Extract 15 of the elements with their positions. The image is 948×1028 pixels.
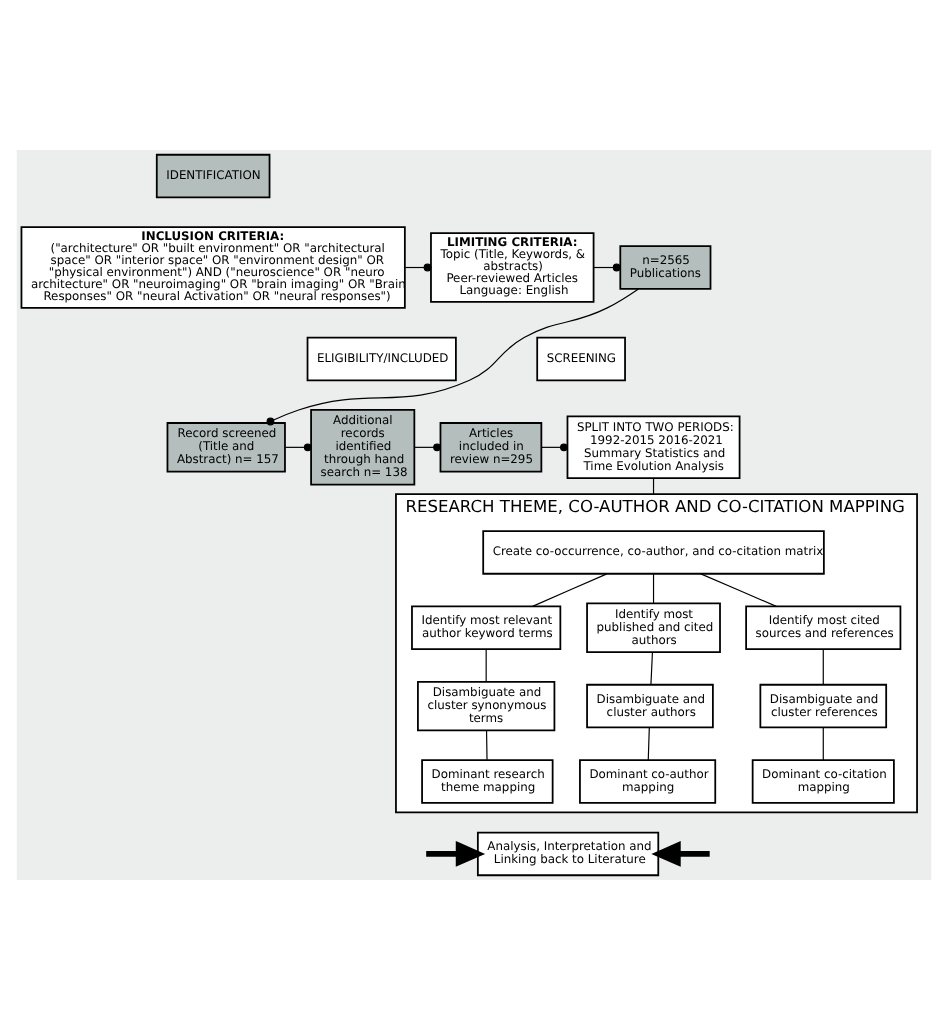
connector: [284, 442, 312, 451]
connector: [540, 442, 568, 451]
connector: [822, 647, 824, 685]
connector: [404, 262, 432, 271]
connector: [593, 262, 621, 271]
connector: [647, 726, 650, 760]
arrow: [426, 840, 486, 866]
connector: [822, 726, 824, 760]
connector: [485, 729, 488, 760]
arrow: [651, 840, 710, 866]
connector: [414, 442, 441, 451]
connector: [652, 572, 655, 603]
connector: [485, 647, 487, 681]
connector: [650, 650, 654, 685]
connector: [266, 287, 640, 425]
